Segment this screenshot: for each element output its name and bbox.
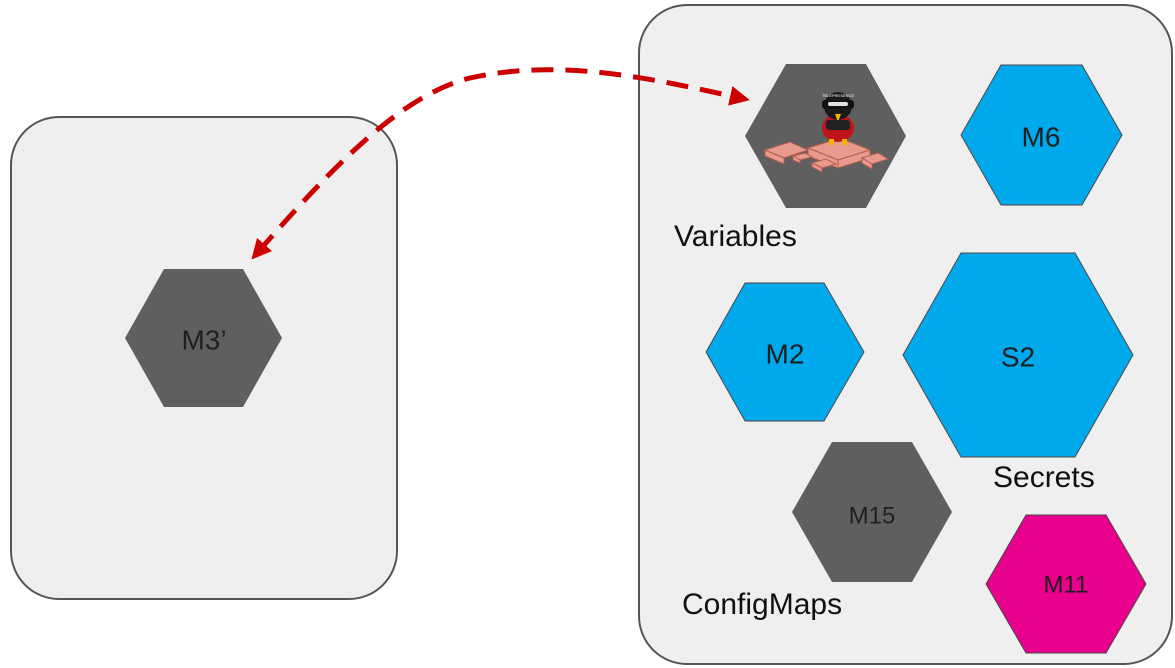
telepresence-mascot-icon: TELEPRESENCE xyxy=(763,92,890,173)
hex-s2: S2 xyxy=(902,252,1134,458)
hex-m3: M3’ xyxy=(125,269,282,407)
telepresence-badge: TELEPRESENCE xyxy=(822,93,854,98)
hex-m11-label: M11 xyxy=(1044,572,1089,599)
variables-label: Variables xyxy=(674,220,797,253)
hex-m6: M6 xyxy=(960,64,1123,206)
hex-m6-label: M6 xyxy=(1022,122,1061,153)
secrets-label: Secrets xyxy=(993,461,1095,494)
hex-m2-label: M2 xyxy=(766,339,805,370)
hex-m2: M2 xyxy=(705,282,865,422)
hex-m15: M15 xyxy=(792,442,952,582)
configmaps-label: ConfigMaps xyxy=(682,588,842,621)
hex-m15-label: M15 xyxy=(849,503,896,530)
hex-s2-label: S2 xyxy=(1001,342,1035,373)
hex-m11: M11 xyxy=(985,514,1147,654)
connection-arrow xyxy=(251,67,750,260)
hex-m3-label: M3’ xyxy=(181,325,226,356)
hex-telepresence: TELEPRESENCE xyxy=(745,64,906,208)
